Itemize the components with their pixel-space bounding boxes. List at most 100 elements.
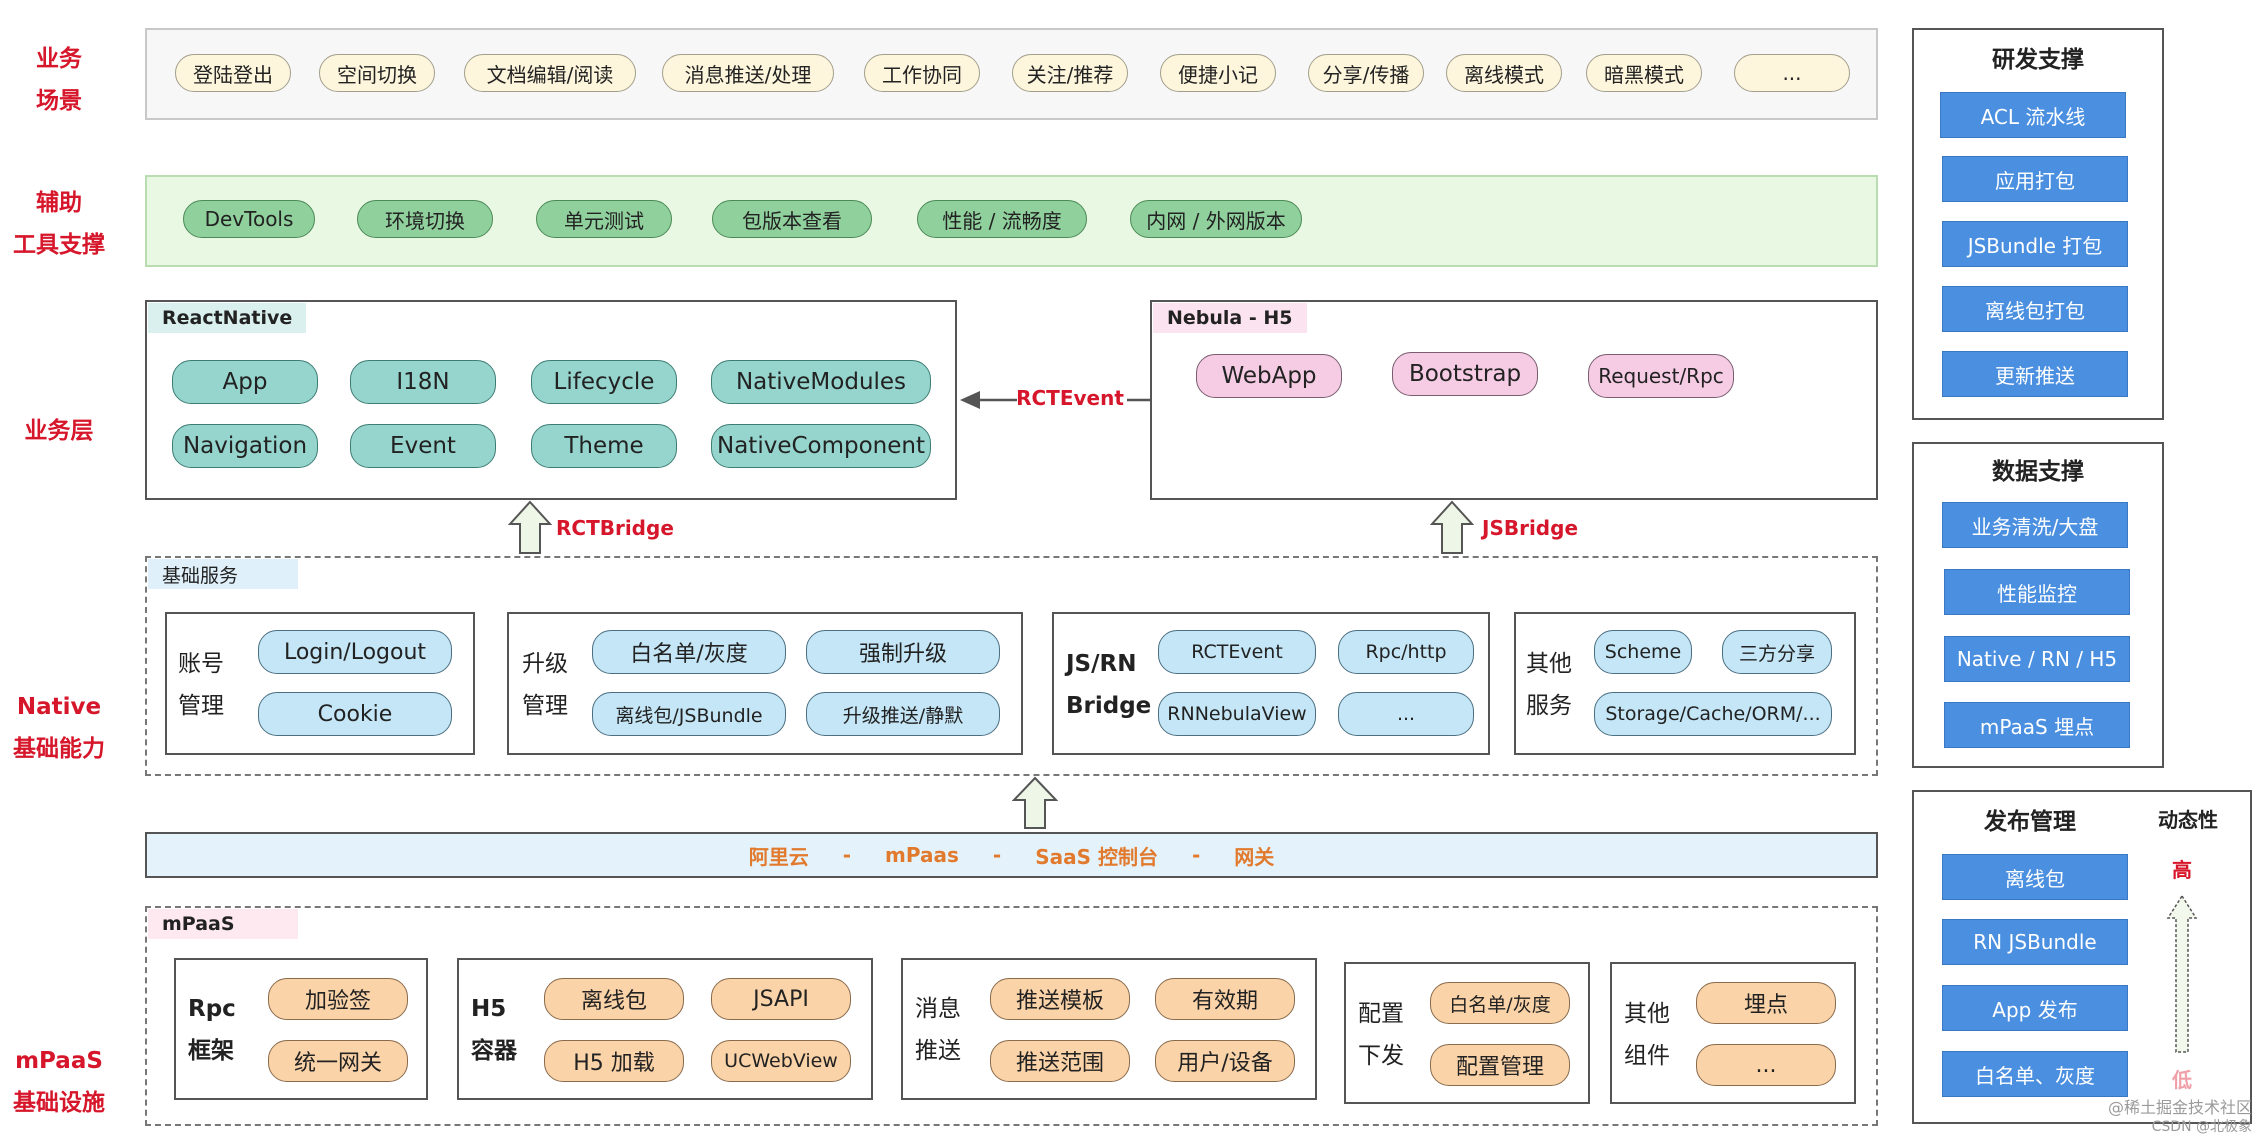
jsrn-item: ... [1338, 692, 1474, 736]
jsrn-label: JS/RN Bridge [1066, 651, 1152, 719]
upgrade-item: 白名单/灰度 [592, 630, 786, 674]
upgrade-item: 升级推送/静默 [806, 692, 1000, 736]
rct-bridge-label: RCTBridge [556, 516, 674, 540]
gateway-arrow-icon [1012, 776, 1058, 829]
dev-support-item: 应用打包 [1942, 156, 2128, 202]
label-aux-tools: 辅助 工具支撑 [13, 190, 105, 258]
rn-item: App [172, 360, 318, 404]
label-native-base: Native 基础能力 [13, 694, 105, 762]
scene-item: 消息推送/处理 [662, 54, 834, 92]
rn-item: NativeModules [711, 360, 931, 404]
scene-item: 工作协同 [864, 54, 980, 92]
scene-item: 暗黑模式 [1586, 54, 1702, 92]
rn-item: NativeComponent [711, 424, 931, 468]
rct-bridge-arrow-icon [508, 500, 552, 554]
upgrade-item: 强制升级 [806, 630, 1000, 674]
h5c-item: 离线包 [544, 978, 684, 1020]
release-item: 离线包 [1942, 854, 2128, 900]
rct-event-arrow-icon [960, 391, 1153, 409]
release-item: 白名单、灰度 [1942, 1051, 2128, 1097]
label-business-layer: 业务层 [24, 418, 94, 444]
gateway-text: 阿里云 [748, 844, 809, 869]
watermark-line1: @稀土掘金技术社区 [2107, 1098, 2252, 1117]
h5-title: Nebula - H5 [1153, 303, 1307, 333]
dynamic-title: 动态性 [2158, 808, 2218, 832]
scene-item: 登陆登出 [175, 54, 291, 92]
dev-support-title: 研发支撑 [1992, 47, 2084, 73]
rn-item: Event [350, 424, 496, 468]
h5-item: Bootstrap [1392, 352, 1538, 396]
push-label: 消息 推送 [915, 996, 961, 1064]
rpc-item: 统一网关 [268, 1040, 408, 1082]
release-item: RN JSBundle [1942, 919, 2128, 965]
others-label: 其他 组件 [1624, 1001, 1670, 1069]
jsrn-item: RNNebulaView [1158, 692, 1316, 736]
others-item: 埋点 [1696, 982, 1836, 1024]
h5c-item: H5 加载 [544, 1040, 684, 1082]
tool-item: 性能 / 流畅度 [917, 200, 1087, 238]
rn-item: I18N [350, 360, 496, 404]
other-item: Storage/Cache/ORM/... [1594, 692, 1832, 736]
scene-item: 便捷小记 [1160, 54, 1276, 92]
release-title: 发布管理 [1984, 809, 2076, 835]
gateway-sep: - [842, 843, 852, 867]
rpc-label: Rpc 框架 [188, 996, 236, 1064]
upgrade-label: 升级 管理 [522, 651, 568, 719]
js-bridge-label: JSBridge [1482, 516, 1579, 540]
data-support-item: Native / RN / H5 [1944, 636, 2130, 682]
jsrn-item: RCTEvent [1158, 630, 1316, 674]
scene-item: 关注/推荐 [1012, 54, 1128, 92]
other-label: 其他 服务 [1526, 651, 1572, 719]
label-mpaas-infra: mPaaS 基础设施 [13, 1048, 105, 1116]
gateway-text: 网关 [1234, 844, 1275, 869]
mpaas-title: mPaaS [148, 909, 298, 939]
rn-item: Theme [531, 424, 677, 468]
rn-title: ReactNative [148, 303, 307, 333]
data-support-item: 性能监控 [1944, 569, 2130, 615]
config-label: 配置 下发 [1358, 1001, 1404, 1069]
gateway-text: SaaS 控制台 [1035, 844, 1158, 869]
rpc-item: 加验签 [268, 978, 408, 1020]
rn-item: Lifecycle [531, 360, 677, 404]
release-item: App 发布 [1942, 985, 2128, 1031]
account-label: 账号 管理 [178, 651, 224, 719]
others-item: ... [1696, 1044, 1836, 1086]
tool-item: 包版本查看 [712, 200, 872, 238]
push-item: 用户/设备 [1155, 1040, 1295, 1082]
dev-support-item: JSBundle 打包 [1942, 221, 2128, 267]
config-item: 白名单/灰度 [1430, 982, 1570, 1024]
scene-item: 空间切换 [319, 54, 435, 92]
push-item: 有效期 [1155, 978, 1295, 1020]
other-item: 三方分享 [1722, 630, 1832, 674]
account-item: Cookie [258, 692, 452, 736]
label-business-scene: 业务 场景 [36, 46, 82, 114]
native-title: 基础服务 [148, 559, 298, 589]
push-item: 推送模板 [990, 978, 1130, 1020]
other-item: Scheme [1594, 630, 1692, 674]
scene-item: ... [1734, 54, 1850, 92]
data-support-item: mPaaS 埋点 [1944, 702, 2130, 748]
h5c-item: JSAPI [711, 978, 851, 1020]
dynamic-high: 高 [2172, 858, 2192, 882]
data-support-title: 数据支撑 [1992, 459, 2084, 485]
rn-item: Navigation [172, 424, 318, 468]
h5c-label: H5 容器 [471, 996, 517, 1064]
h5-block [1150, 300, 1878, 500]
gateway-sep: - [1191, 843, 1201, 867]
tool-item: DevTools [183, 200, 315, 238]
js-bridge-arrow-icon [1430, 500, 1474, 554]
tool-item: 单元测试 [536, 200, 672, 238]
scene-item: 文档编辑/阅读 [464, 54, 636, 92]
tool-item: 环境切换 [357, 200, 493, 238]
dynamic-arrow-icon [2166, 894, 2198, 1053]
watermark-line2: CSDN @北极象 [2151, 1119, 2252, 1135]
dev-support-item: ACL 流水线 [1940, 92, 2126, 138]
h5-item: WebApp [1196, 354, 1342, 398]
account-item: Login/Logout [258, 630, 452, 674]
dev-support-item: 离线包打包 [1942, 286, 2128, 332]
jsrn-item: Rpc/http [1338, 630, 1474, 674]
native-block [145, 556, 1878, 776]
gateway-sep: - [992, 843, 1002, 867]
rct-event-label: RCTEvent [1016, 386, 1124, 410]
mpaas-block [145, 906, 1878, 1126]
